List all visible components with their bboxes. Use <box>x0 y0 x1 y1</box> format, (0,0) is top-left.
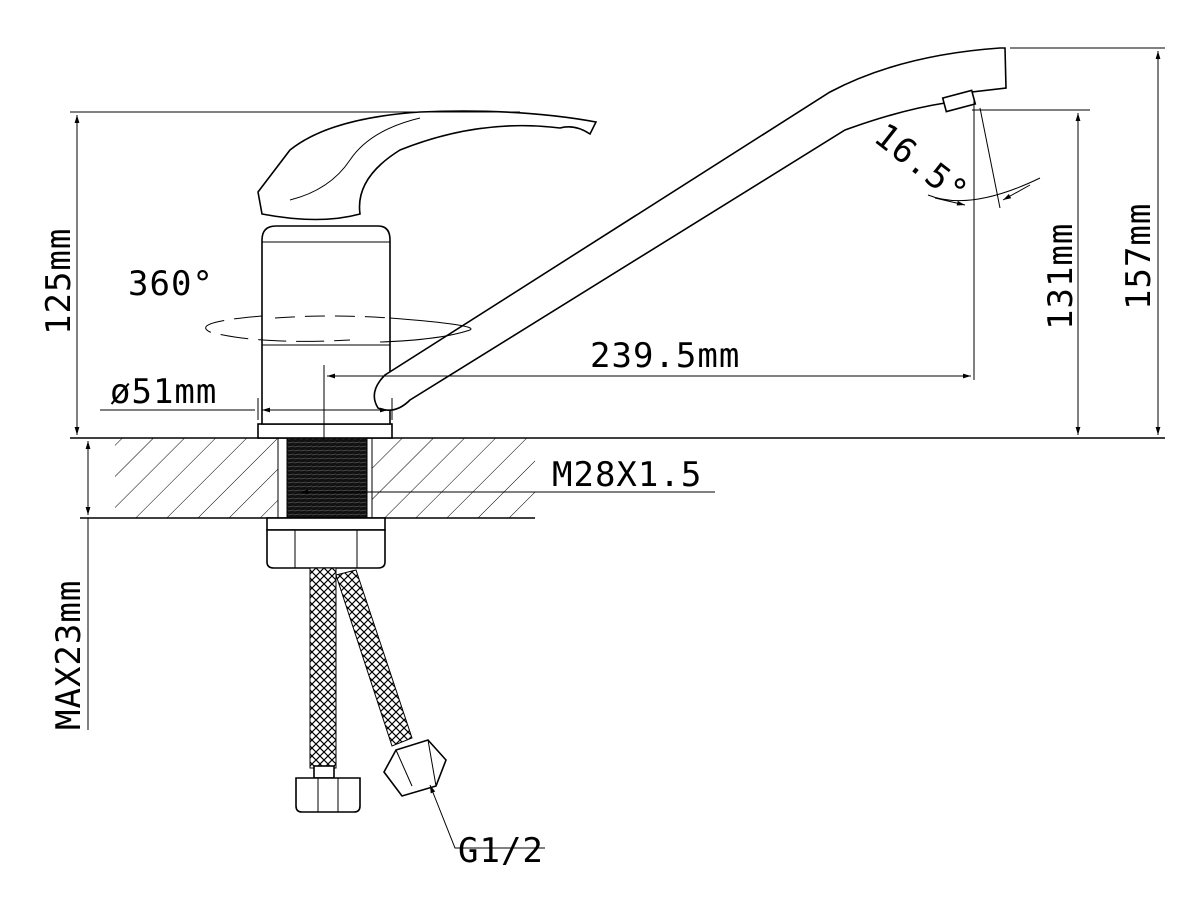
spout-height-label: 131mm <box>1041 223 1081 330</box>
max-counter-thickness-label: MAX23mm <box>49 580 89 730</box>
thread-label: M28X1.5 <box>552 455 702 495</box>
threaded-shank <box>286 437 368 519</box>
hose-connection-label: G1/2 <box>458 831 544 871</box>
faucet-body <box>257 225 393 439</box>
dimension-lines <box>70 47 1165 849</box>
supply-hoses <box>295 567 447 813</box>
handle-height-label: 125mm <box>39 228 79 335</box>
total-height-label: 157mm <box>1119 203 1159 310</box>
countertop <box>70 437 1165 519</box>
base-diameter-label: ø51mm <box>110 372 217 412</box>
handle-lever <box>257 110 598 221</box>
spout-angle-label: 16.5° <box>866 116 975 214</box>
spout-reach-label: 239.5mm <box>590 336 740 376</box>
mounting-nut <box>266 517 386 569</box>
rotation-indicator <box>205 315 472 343</box>
rotation-label: 360° <box>128 264 214 304</box>
